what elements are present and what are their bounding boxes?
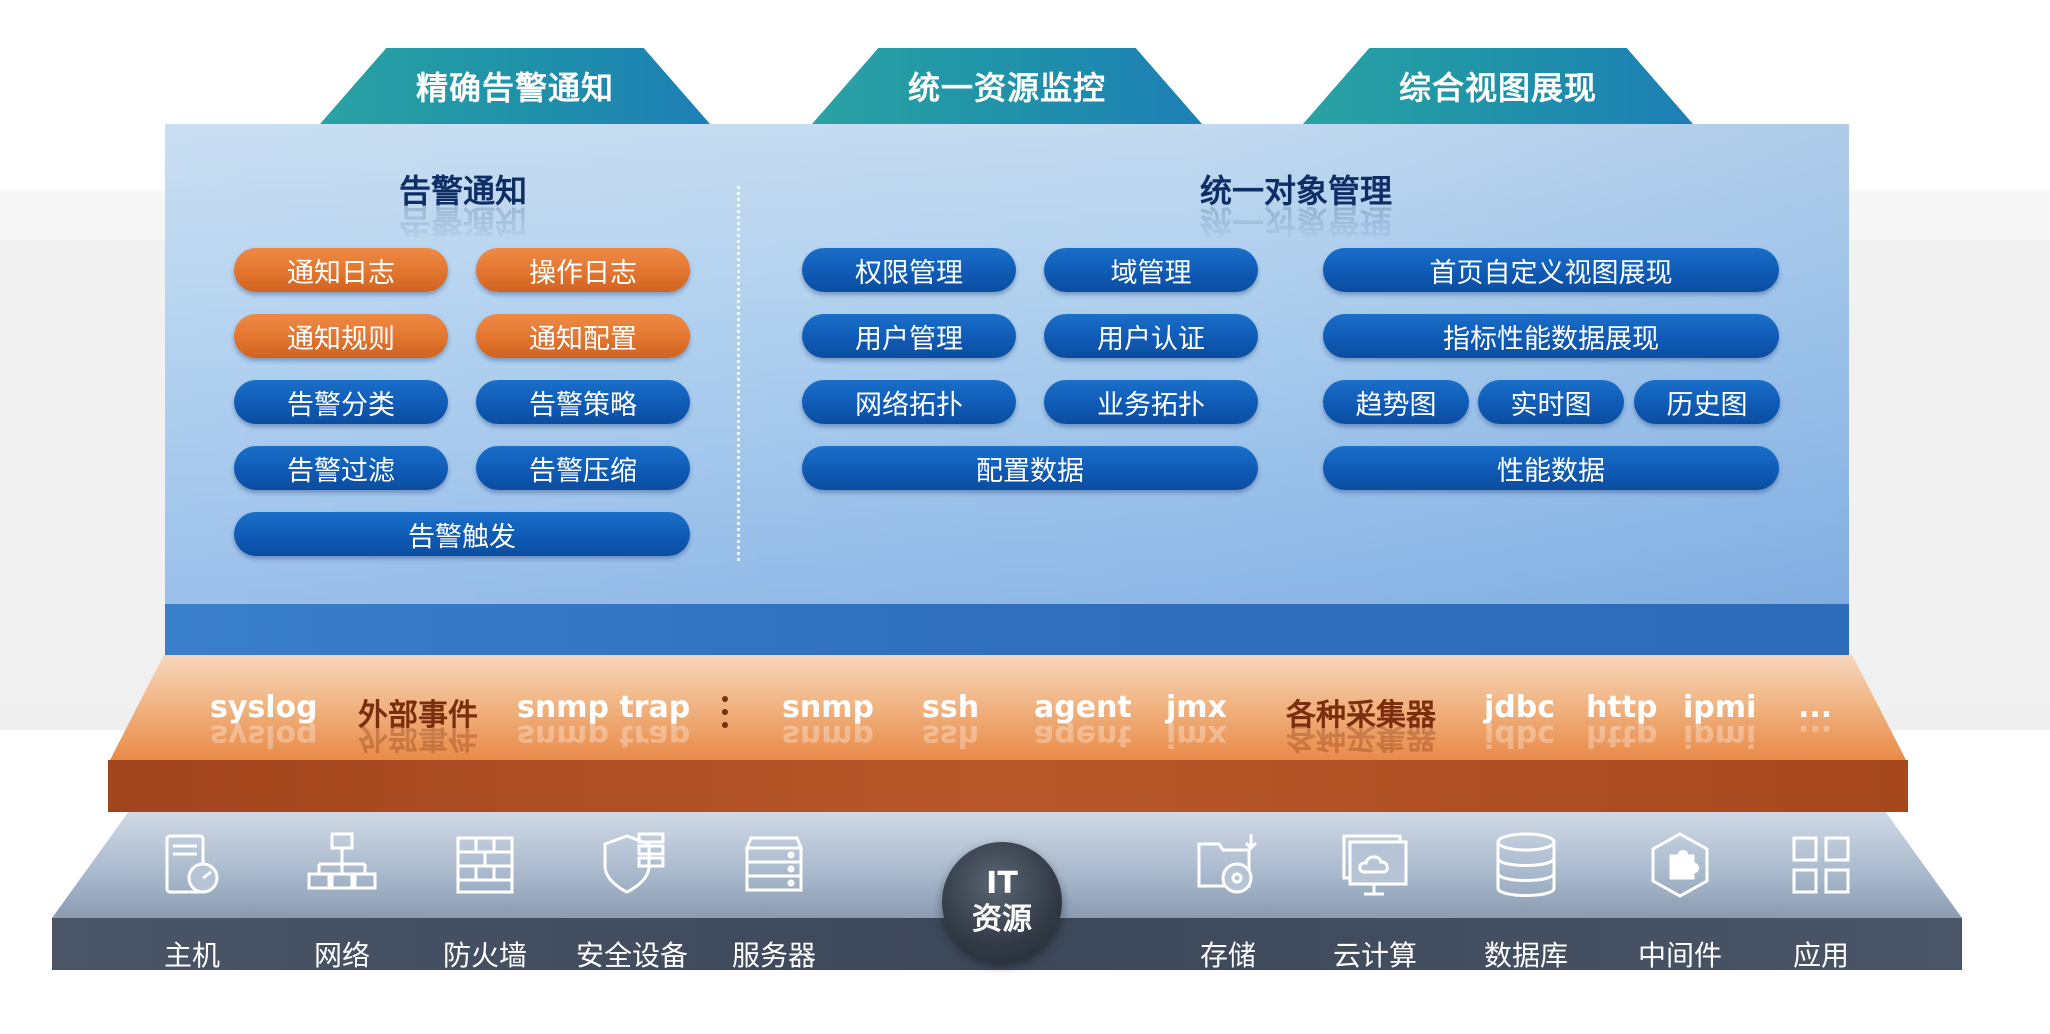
- pill-operation-log: 操作日志: [476, 248, 690, 292]
- resource-firewall: 防火墙: [410, 830, 560, 974]
- resource-label: 主机: [163, 939, 220, 972]
- database-icon: [1491, 830, 1561, 900]
- pill-history-chart: 历史图: [1634, 380, 1780, 424]
- pill-alert-compression: 告警压缩: [476, 446, 690, 490]
- resource-label: 应用: [1792, 939, 1849, 972]
- application-icon: [1786, 830, 1856, 900]
- security-device-icon: [597, 830, 667, 900]
- resource-label: 存储: [1199, 939, 1256, 972]
- resource-label: 服务器: [731, 939, 816, 972]
- resource-network: 网络: [267, 830, 417, 974]
- resource-cloud-computing: 云计算: [1300, 830, 1450, 974]
- left-section-title: 告警通知 告警通知: [398, 172, 527, 240]
- resource-database: 数据库: [1451, 830, 1601, 974]
- resource-host: 主机: [117, 830, 267, 974]
- header-tab-view-presentation: 综合视图展现: [1303, 48, 1693, 124]
- pill-alert-classification: 告警分类: [234, 380, 448, 424]
- protocol-more: ......: [1798, 690, 1833, 753]
- right-section-title: 统一对象管理 统一对象管理: [1199, 172, 1392, 240]
- pill-user-authentication: 用户认证: [1044, 314, 1258, 358]
- section-divider: [737, 186, 740, 561]
- pill-metric-performance-view: 指标性能数据展现: [1323, 314, 1779, 358]
- pill-alert-policy: 告警策略: [476, 380, 690, 424]
- pill-network-topology: 网络拓扑: [802, 380, 1016, 424]
- server-icon: [739, 830, 809, 900]
- pill-alert-filter: 告警过滤: [234, 446, 448, 490]
- pill-notification-rules: 通知规则: [234, 314, 448, 358]
- resource-security-device: 安全设备: [557, 830, 707, 974]
- pill-permission-management: 权限管理: [802, 248, 1016, 292]
- protocol-collectors: 各种采集器各种采集器: [1286, 698, 1436, 754]
- resource-application: 应用: [1746, 830, 1896, 974]
- resource-label: 防火墙: [442, 939, 527, 972]
- header-tab-resource-monitoring: 统一资源监控: [812, 48, 1202, 124]
- network-icon: [307, 830, 377, 900]
- pill-business-topology: 业务拓扑: [1044, 380, 1258, 424]
- protocol-band-front: [108, 760, 1908, 812]
- pill-alert-trigger: 告警触发: [234, 512, 690, 556]
- resource-storage: 存储: [1153, 830, 1303, 974]
- pill-realtime-chart: 实时图: [1478, 380, 1624, 424]
- pill-notification-log: 通知日志: [234, 248, 448, 292]
- main-panel-base: [165, 604, 1849, 656]
- resource-label: 安全设备: [575, 939, 688, 972]
- middleware-icon: [1645, 830, 1715, 900]
- protocol-band: [110, 655, 1906, 760]
- protocol-separator: [722, 696, 728, 735]
- pill-performance-data: 性能数据: [1323, 446, 1779, 490]
- storage-icon: [1193, 830, 1263, 900]
- resource-label: 网络: [313, 939, 370, 972]
- pill-homepage-custom-view: 首页自定义视图展现: [1323, 248, 1779, 292]
- pill-config-data: 配置数据: [802, 446, 1258, 490]
- pill-notification-config: 通知配置: [476, 314, 690, 358]
- pill-trend-chart: 趋势图: [1323, 380, 1469, 424]
- resource-label: 云计算: [1332, 939, 1417, 972]
- resource-label: 数据库: [1483, 939, 1568, 972]
- it-resource-badge: IT 资源: [942, 842, 1062, 962]
- resource-server: 服务器: [699, 830, 849, 974]
- pill-domain-management: 域管理: [1044, 248, 1258, 292]
- resource-label: 中间件: [1637, 939, 1722, 972]
- header-tab-alert-notification: 精确告警通知: [320, 48, 710, 124]
- protocol-external-events: 外部事件外部事件: [358, 698, 478, 754]
- resource-middleware: 中间件: [1605, 830, 1755, 974]
- host-icon: [157, 830, 227, 900]
- firewall-icon: [450, 830, 520, 900]
- cloud-computing-icon: [1340, 830, 1410, 900]
- pill-user-management: 用户管理: [802, 314, 1016, 358]
